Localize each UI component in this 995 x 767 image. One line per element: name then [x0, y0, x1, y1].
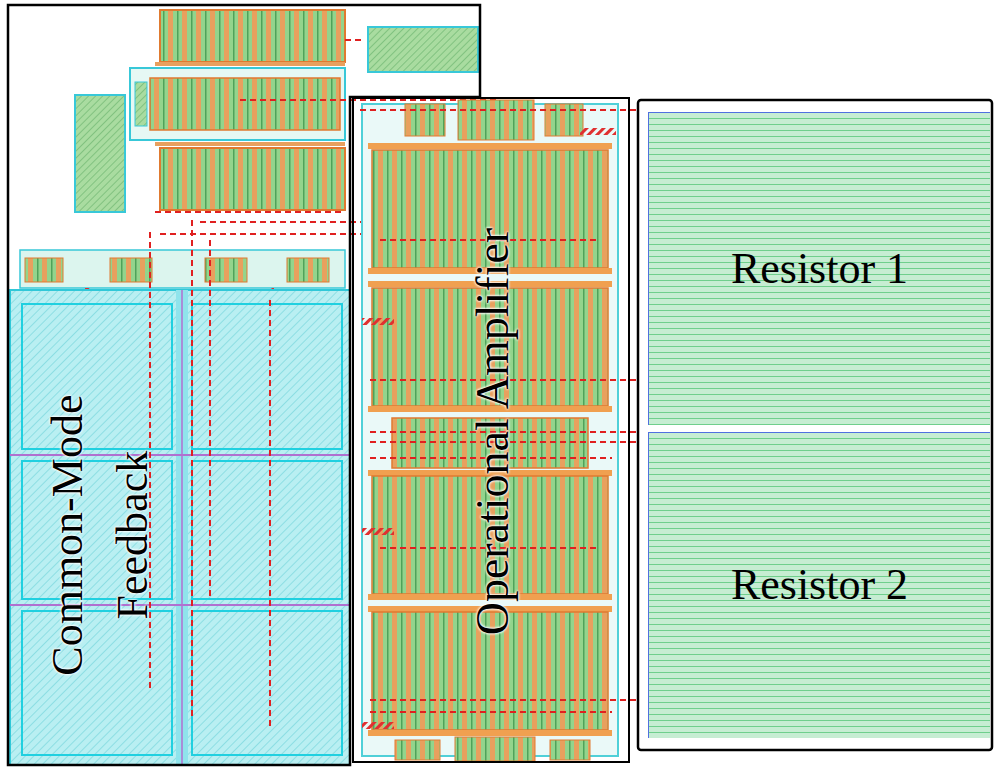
- block-label: Resistor 1: [731, 243, 908, 296]
- wire: [370, 699, 642, 701]
- capacitor-cell: [192, 461, 342, 599]
- device-frame: [130, 68, 345, 140]
- transistor: [395, 740, 440, 760]
- wire: [191, 220, 193, 720]
- guard-ring: [362, 104, 618, 756]
- routing-channel: [176, 290, 188, 765]
- block-outline: [8, 5, 480, 765]
- resistor-housing: [638, 100, 992, 750]
- transistor: [287, 258, 329, 282]
- capacitor-array: [10, 290, 350, 765]
- wire: [345, 39, 365, 41]
- contact-strip: [135, 82, 147, 126]
- metal-line: [181, 290, 183, 765]
- capacitor-block: [75, 95, 125, 212]
- transistor: [455, 737, 535, 761]
- wire: [370, 711, 612, 713]
- capacitor-block: [368, 27, 478, 72]
- transistor: [110, 258, 152, 282]
- metal-bar: [155, 142, 345, 146]
- opamp-block: Operational Amplifier: [352, 97, 630, 763]
- transistor: [550, 740, 590, 760]
- block-label: Operational Amplifier: [465, 122, 520, 742]
- transistor-array: [160, 10, 345, 62]
- metal-bar: [368, 730, 612, 736]
- wire: [360, 109, 642, 111]
- capacitor-cell: [192, 611, 342, 755]
- via: [362, 528, 394, 535]
- via: [362, 318, 394, 325]
- device-strip: [20, 250, 345, 288]
- wire: [209, 240, 211, 600]
- transistor: [458, 100, 534, 140]
- cmfb-block: Common-Mode Feedback: [8, 5, 480, 765]
- transistor: [545, 104, 583, 136]
- transistor-array: [160, 148, 345, 210]
- block-label: Common-Mode Feedback: [35, 345, 165, 725]
- metal-bar: [155, 62, 345, 66]
- capacitor-cell: [192, 304, 342, 449]
- metal-bar: [368, 143, 612, 149]
- block-label: Resistor 2: [731, 559, 908, 612]
- transistor-array: [150, 78, 340, 130]
- transistor: [25, 258, 63, 282]
- transistor: [205, 258, 247, 282]
- wire: [269, 300, 271, 730]
- resistor-block: Resistor 1: [648, 112, 990, 425]
- wire: [155, 211, 345, 213]
- via: [362, 722, 394, 729]
- via: [580, 128, 616, 135]
- transistor: [405, 104, 445, 136]
- resistor-block: Resistor 2: [648, 432, 990, 738]
